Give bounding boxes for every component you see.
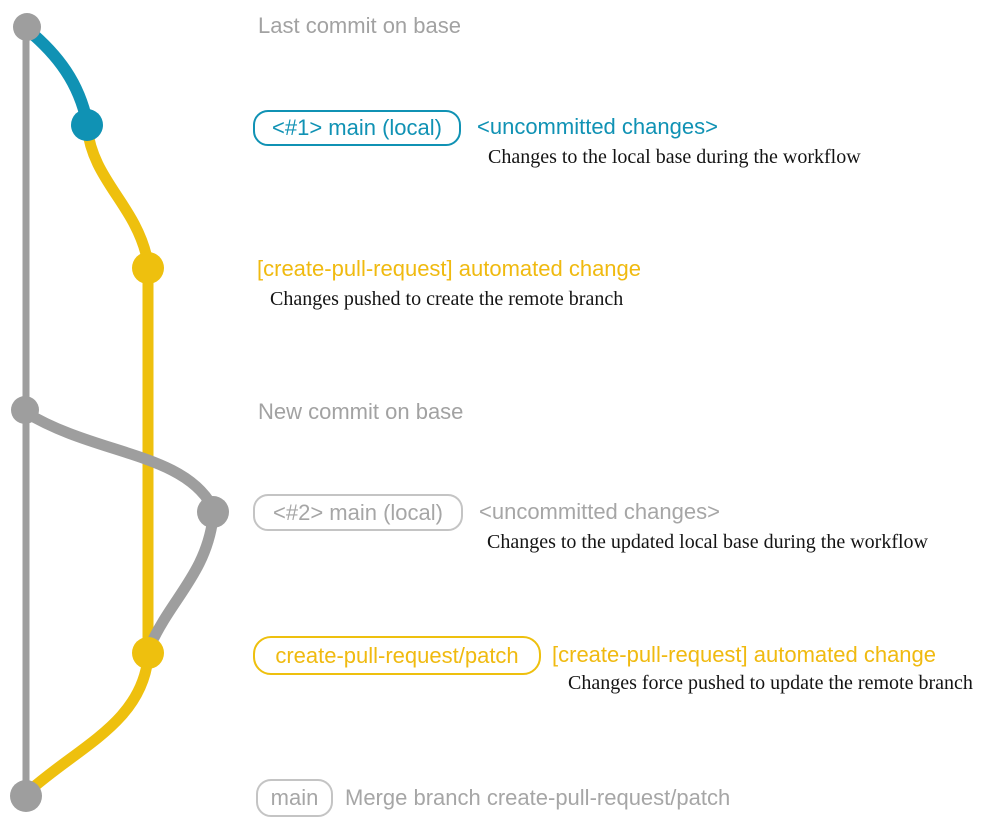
uncommitted-changes-2-description: Changes to the updated local base during… xyxy=(487,531,928,553)
local-main-2-rebase-line xyxy=(145,512,219,650)
patch-branch-merge-line xyxy=(22,652,154,798)
automated-change-2-title: [create-pull-request] automated change xyxy=(552,642,937,667)
last-commit-label: Last commit on base xyxy=(258,13,461,38)
uncommitted-changes-1-description: Changes to the local base during the wor… xyxy=(488,146,861,168)
commit-node-last-commit-on-base xyxy=(13,13,41,41)
local-main-2-line xyxy=(19,406,218,512)
automated-change-1-description: Changes pushed to create the remote bran… xyxy=(270,288,624,310)
commit-node-new-commit-on-base xyxy=(11,396,39,424)
commit-node-local-main-2 xyxy=(197,496,229,528)
uncommitted-changes-1-label: <uncommitted changes> xyxy=(477,114,718,139)
commit-node-automated-change-1 xyxy=(132,252,164,284)
automated-change-2-description: Changes force pushed to update the remot… xyxy=(568,672,973,694)
branch-pill-main: main xyxy=(256,779,333,817)
commit-node-local-main-1 xyxy=(71,109,103,141)
commit-node-automated-change-2 xyxy=(132,637,164,669)
new-commit-label: New commit on base xyxy=(258,399,464,424)
commit-node-merge-commit xyxy=(10,780,42,812)
merge-commit-title: Merge branch create-pull-request/patch xyxy=(345,785,731,810)
local-main-1-line xyxy=(22,24,93,128)
uncommitted-changes-2-label: <uncommitted changes> xyxy=(479,499,720,524)
branch-pill-create-pull-request-patch: create-pull-request/patch xyxy=(253,636,541,675)
automated-change-1-title: [create-pull-request] automated change xyxy=(257,256,642,281)
branch-pill-main-local-2: <#2> main (local) xyxy=(253,494,463,531)
patch-branch-line xyxy=(81,120,154,659)
branch-pill-main-local-1: <#1> main (local) xyxy=(253,110,461,146)
